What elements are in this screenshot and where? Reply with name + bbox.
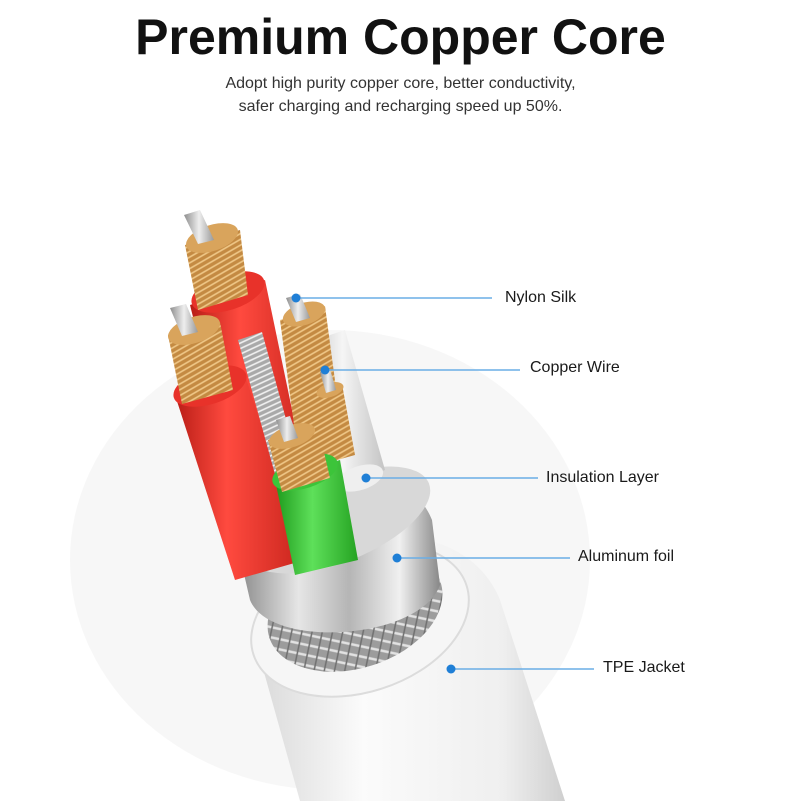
callout-label-aluminum-foil: Aluminum foil (578, 548, 675, 565)
callout-label-insulation-layer: Insulation Layer (546, 469, 659, 486)
page-title: Premium Copper Core (135, 9, 666, 65)
subtitle-line-2: safer charging and recharging speed up 5… (238, 98, 563, 115)
leader-dot-copper-wire (320, 365, 330, 375)
leader-dot-tpe-jacket (446, 664, 456, 674)
callout-leaders (291, 293, 594, 674)
green-wire (268, 416, 358, 575)
callout-label-nylon-silk: Nylon Silk (505, 289, 577, 306)
subtitle: Adopt high purity copper core, better co… (0, 72, 801, 118)
leader-dot-nylon-silk (291, 293, 301, 303)
leader-dot-insulation-layer (361, 473, 371, 483)
leader-dot-aluminum-foil (392, 553, 402, 563)
callout-label-tpe-jacket: TPE Jacket (603, 659, 685, 676)
subtitle-line-1: Adopt high purity copper core, better co… (225, 75, 576, 92)
callout-label-copper-wire: Copper Wire (530, 359, 620, 376)
red-wire-front (168, 304, 305, 580)
